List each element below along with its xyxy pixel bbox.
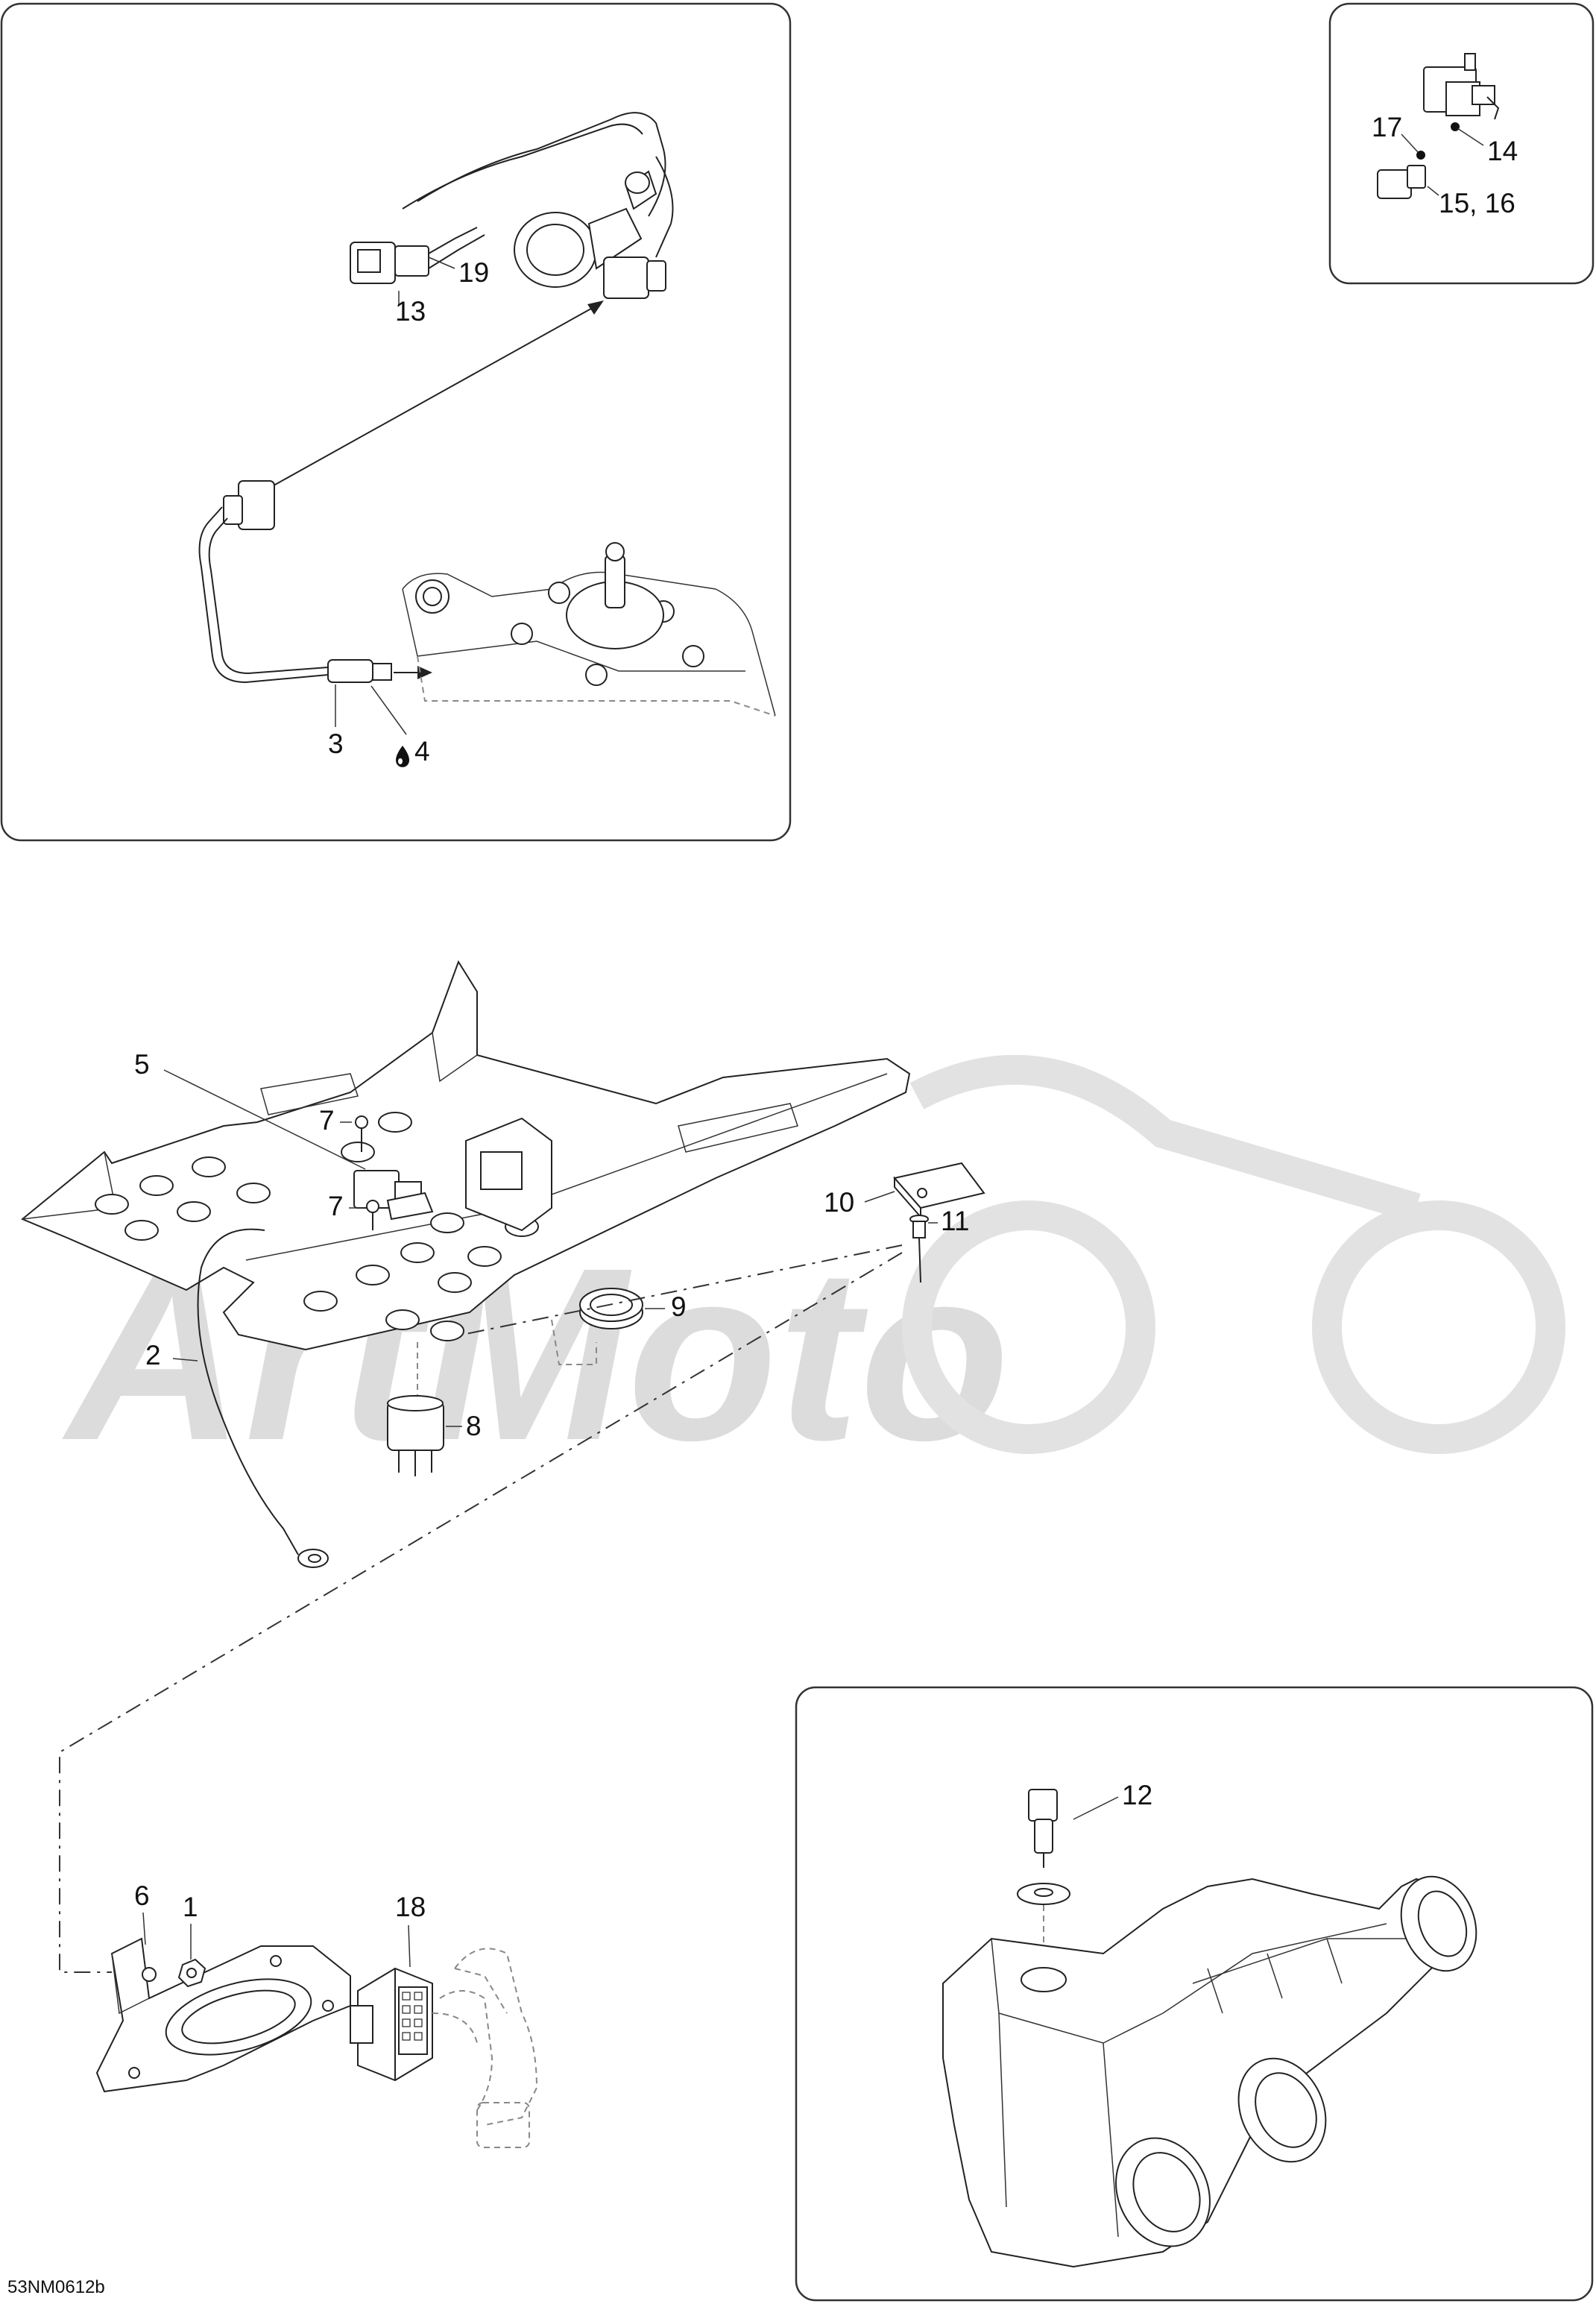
airbox xyxy=(942,1875,1477,2268)
panel-frame xyxy=(795,1686,1594,2302)
callout-5: 5 xyxy=(134,1049,150,1080)
harness-ghost xyxy=(432,1948,538,2148)
panel-airbox: 12 xyxy=(795,1686,1594,2302)
callout-19: 19 xyxy=(458,257,489,288)
callout-8: 8 xyxy=(466,1411,482,1441)
callout-6: 6 xyxy=(134,1880,150,1911)
engine-block-outline xyxy=(402,542,776,717)
callout-11: 11 xyxy=(941,1206,969,1236)
liquid-drop-icon xyxy=(396,746,409,767)
connector-18 xyxy=(350,1967,433,2082)
callout-18: 18 xyxy=(395,1892,426,1922)
panel-sensor-harness: 13 19 3 4 xyxy=(0,2,792,842)
screw-7-upper xyxy=(355,1115,368,1152)
sensor-3 xyxy=(327,659,392,683)
callout-10: 10 xyxy=(824,1187,854,1218)
callout-4: 4 xyxy=(414,736,430,767)
panel-frame xyxy=(0,2,792,842)
callout-15-16: 15, 16 xyxy=(1439,188,1515,218)
panel-frame xyxy=(1328,2,1595,285)
nut-1 xyxy=(177,1958,206,1988)
callout-1: 1 xyxy=(183,1892,198,1922)
mounting-plate-assembly xyxy=(21,960,911,1351)
callout-7-upper: 7 xyxy=(319,1105,335,1136)
relay-5 xyxy=(353,1170,434,1221)
panel-relay-detail: 17 14 15, 16 xyxy=(1328,2,1595,285)
callout-14: 14 xyxy=(1487,136,1518,166)
callout-2: 2 xyxy=(145,1340,161,1370)
callout-13: 13 xyxy=(395,296,426,327)
image-code: 53NM0612b xyxy=(7,2277,105,2297)
relay-14 xyxy=(1423,53,1500,120)
connector-mating xyxy=(603,256,666,299)
ring-terminal xyxy=(297,1549,329,1568)
screw-7-lower xyxy=(366,1200,379,1230)
callout-9: 9 xyxy=(671,1291,687,1322)
callout-3: 3 xyxy=(328,728,344,759)
rivet-11 xyxy=(909,1215,929,1283)
label-plate-10 xyxy=(893,1162,985,1219)
sensor-12 xyxy=(1028,1789,1058,1868)
connector-13 xyxy=(350,227,485,284)
bracket-assembly xyxy=(95,1937,351,2093)
sensor-housing xyxy=(514,170,657,288)
connector-15-16 xyxy=(1377,165,1426,199)
callout-12: 12 xyxy=(1122,1780,1152,1810)
connector-8 xyxy=(387,1395,444,1476)
callout-17: 17 xyxy=(1372,112,1402,142)
grommet-12 xyxy=(1017,1883,1070,1905)
connector-lower xyxy=(223,480,275,530)
callout-7-lower: 7 xyxy=(328,1191,344,1221)
